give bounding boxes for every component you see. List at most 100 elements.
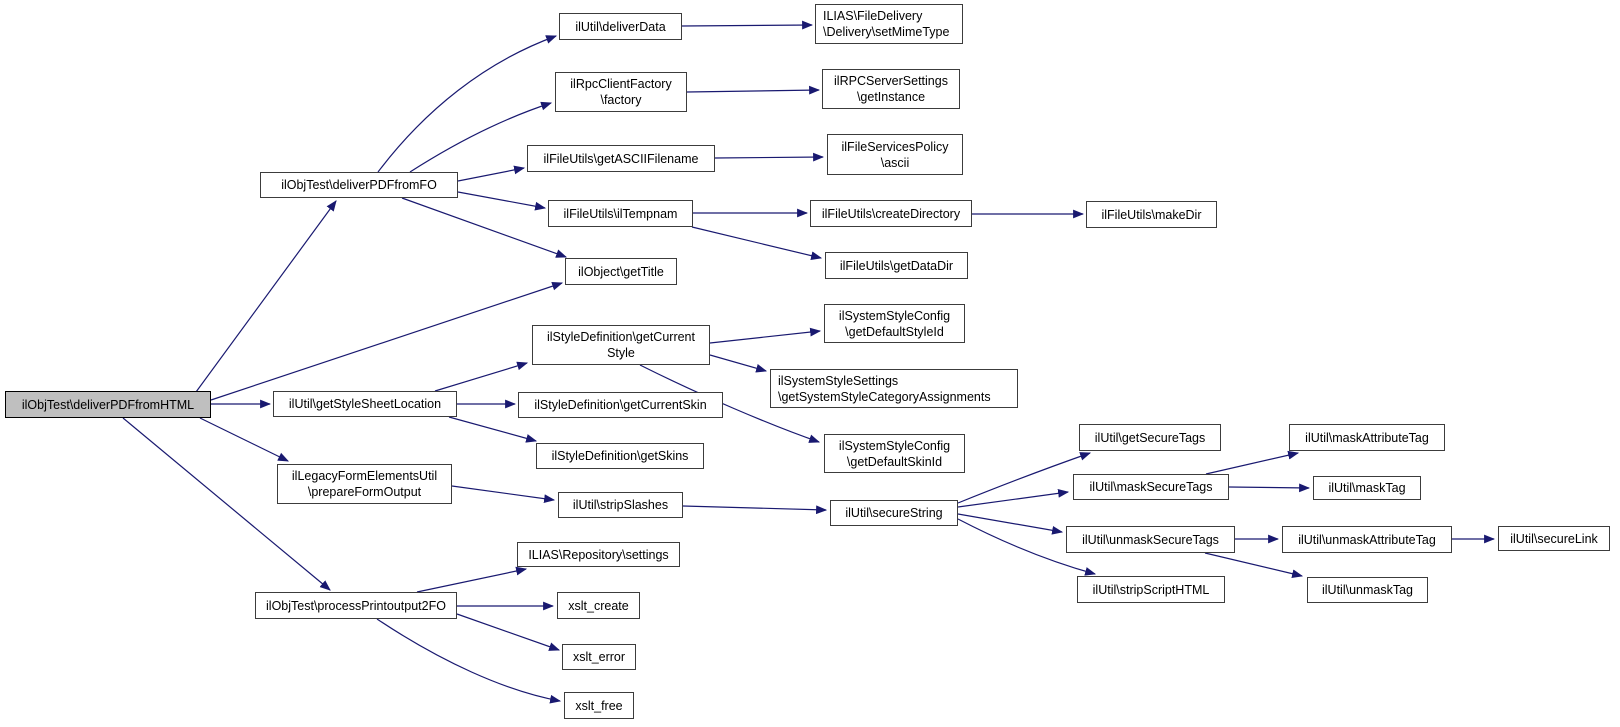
edge-deliverPDFfromFO-to-getTitle (401, 197, 568, 258)
edge-getStyleSheetLocation-to-getCurrentStyle (434, 361, 529, 392)
node-stripSlashes[interactable]: ilUtil\stripSlashes (558, 492, 683, 518)
node-label-fileServicesPolicy: ilFileServicesPolicy \ascii (841, 139, 949, 170)
node-label-getTitle: ilObject\getTitle (578, 264, 664, 279)
node-getCurrentSkin[interactable]: ilStyleDefinition\getCurrentSkin (518, 392, 723, 418)
node-fileServicesPolicy[interactable]: ilFileServicesPolicy \ascii (827, 134, 963, 175)
node-label-setMimeType: ILIAS\FileDelivery \Delivery\setMimeType (823, 9, 950, 39)
node-getSkins[interactable]: ilStyleDefinition\getSkins (536, 443, 704, 469)
edge-ilTempnam-to-getDataDir (691, 226, 823, 260)
node-label-xsltFree: xslt_free (575, 698, 623, 713)
node-label-maskSecureTags: ilUtil\maskSecureTags (1089, 480, 1213, 494)
node-label-prepareFormOutput: ilLegacyFormElementsUtil \prepareFormOut… (291, 469, 438, 499)
node-getASCIIFilename[interactable]: ilFileUtils\getASCIIFilename (527, 145, 715, 172)
node-label-processPrintoutput2FO: ilObjTest\processPrintoutput2FO (266, 598, 446, 613)
node-ilTempnam[interactable]: ilFileUtils\ilTempnam (548, 200, 693, 227)
node-label-xsltError: xslt_error (572, 650, 626, 664)
node-deliverPDFfromFO[interactable]: ilObjTest\deliverPDFfromFO (260, 172, 458, 198)
edge-processPrintoutput2FO-to-xsltError (456, 613, 561, 651)
node-label-makeDir: ilFileUtils\makeDir (1101, 207, 1202, 222)
node-label-maskAttributeTag: ilUtil\maskAttributeTag (1305, 430, 1429, 445)
node-xsltCreate[interactable]: xslt_create (557, 592, 640, 619)
node-stripScriptHTML[interactable]: ilUtil\stripScriptHTML (1077, 576, 1225, 603)
edge-maskSecureTags-to-maskAttributeTag (1205, 450, 1300, 475)
edges-group (122, 20, 1496, 704)
node-label-xsltCreate: xslt_create (568, 598, 629, 613)
edge-getCurrentStyle-to-getDefaultStyleId (709, 327, 822, 344)
node-unmaskAttributeTag[interactable]: ilUtil\unmaskAttributeTag (1282, 526, 1452, 553)
node-getStyleSheetLocation[interactable]: ilUtil\getStyleSheetLocation (273, 391, 457, 417)
node-label-stripScriptHTML: ilUtil\stripScriptHTML (1092, 582, 1210, 597)
edge-getCurrentStyle-to-getDefaultSkinId (639, 364, 821, 443)
edge-stripSlashes-to-secureString (682, 505, 828, 515)
node-deliverData[interactable]: ilUtil\deliverData (559, 13, 682, 40)
node-label-unmaskSecureTags: ilUtil\unmaskSecureTags (1082, 532, 1219, 547)
node-label-getDefaultStyleId: ilSystemStyleConfig \getDefaultStyleId (838, 308, 951, 339)
node-getDataDir[interactable]: ilFileUtils\getDataDir (825, 252, 968, 279)
node-maskTag[interactable]: ilUtil\maskTag (1313, 476, 1421, 500)
node-label-getDataDir: ilFileUtils\getDataDir (839, 258, 954, 273)
edge-rpcFactory-to-rpcGetInstance (686, 85, 821, 95)
edge-secureString-to-stripScriptHTML (957, 518, 1097, 576)
node-repoSettings[interactable]: ILIAS\Repository\settings (517, 542, 680, 567)
node-label-getSkins: ilStyleDefinition\getSkins (551, 449, 689, 463)
node-secureString[interactable]: ilUtil\secureString (830, 500, 958, 526)
node-setMimeType[interactable]: ILIAS\FileDelivery \Delivery\setMimeType (815, 4, 963, 44)
node-label-maskTag: ilUtil\maskTag (1328, 481, 1406, 495)
node-label-secureLink: ilUtil\secureLink (1510, 531, 1598, 546)
node-secureLink[interactable]: ilUtil\secureLink (1498, 526, 1610, 551)
node-unmaskTag[interactable]: ilUtil\unmaskTag (1307, 577, 1428, 603)
node-label-getASCIIFilename: ilFileUtils\getASCIIFilename (543, 151, 699, 166)
edge-unmaskSecureTags-to-unmaskTag (1204, 552, 1304, 578)
node-label-styleCategoryAssignments: ilSystemStyleSettings \getSystemStyleCat… (778, 373, 991, 404)
node-label-stripSlashes: ilUtil\stripSlashes (572, 498, 669, 512)
node-label-rpcGetInstance: ilRPCServerSettings \getInstance (834, 74, 948, 104)
node-processPrintoutput2FO[interactable]: ilObjTest\processPrintoutput2FO (255, 592, 457, 619)
node-unmaskSecureTags[interactable]: ilUtil\unmaskSecureTags (1066, 526, 1235, 553)
node-label-secureString: ilUtil\secureString (845, 506, 943, 520)
node-xsltError[interactable]: xslt_error (562, 644, 636, 670)
edge-deliverPDFfromFO-to-ilTempnam (457, 191, 547, 211)
node-xsltFree[interactable]: xslt_free (564, 692, 634, 719)
edge-deliverPDFfromHTML-to-processPrintoutput2FO (122, 417, 331, 591)
edge-getStyleSheetLocation-to-getSkins (448, 416, 538, 443)
edge-getASCIIFilename-to-fileServicesPolicy (714, 152, 825, 162)
edge-secureString-to-getSecureTags (957, 452, 1092, 504)
node-label-unmaskTag: ilUtil\unmaskTag (1321, 583, 1413, 597)
node-label-getCurrentStyle: ilStyleDefinition\getCurrent Style (547, 330, 695, 360)
edge-deliverPDFfromHTML-to-prepareFormOutput (199, 417, 289, 462)
node-label-getStyleSheetLocation: ilUtil\getStyleSheetLocation (288, 397, 442, 411)
node-label-deliverData: ilUtil\deliverData (575, 19, 666, 34)
node-deliverPDFfromHTML: ilObjTest\deliverPDFfromHTML (5, 391, 211, 418)
edge-prepareFormOutput-to-stripSlashes (451, 485, 556, 504)
node-prepareFormOutput[interactable]: ilLegacyFormElementsUtil \prepareFormOut… (277, 464, 452, 504)
node-rpcFactory[interactable]: ilRpcClientFactory \factory (555, 72, 687, 112)
node-createDirectory[interactable]: ilFileUtils\createDirectory (810, 200, 972, 227)
node-label-rpcFactory: ilRpcClientFactory \factory (570, 77, 672, 107)
node-getSecureTags[interactable]: ilUtil\getSecureTags (1079, 424, 1221, 451)
node-getDefaultStyleId[interactable]: ilSystemStyleConfig \getDefaultStyleId (824, 304, 965, 343)
node-getCurrentStyle[interactable]: ilStyleDefinition\getCurrent Style (532, 325, 710, 365)
node-rpcGetInstance[interactable]: ilRPCServerSettings \getInstance (822, 69, 960, 109)
node-label-createDirectory: ilFileUtils\createDirectory (821, 206, 961, 221)
node-label-deliverPDFfromHTML: ilObjTest\deliverPDFfromHTML (21, 397, 195, 412)
edge-deliverData-to-setMimeType (681, 20, 814, 30)
node-makeDir[interactable]: ilFileUtils\makeDir (1086, 201, 1217, 228)
node-maskAttributeTag[interactable]: ilUtil\maskAttributeTag (1289, 424, 1445, 451)
node-styleCategoryAssignments[interactable]: ilSystemStyleSettings \getSystemStyleCat… (770, 369, 1018, 408)
node-getTitle[interactable]: ilObject\getTitle (565, 258, 677, 285)
node-label-unmaskAttributeTag: ilUtil\unmaskAttributeTag (1298, 532, 1436, 547)
node-label-repoSettings: ILIAS\Repository\settings (528, 547, 669, 562)
edge-deliverPDFfromHTML-to-getTitle (210, 281, 564, 401)
node-label-getCurrentSkin: ilStyleDefinition\getCurrentSkin (534, 398, 707, 412)
node-label-getSecureTags: ilUtil\getSecureTags (1094, 430, 1206, 445)
edge-deliverPDFfromFO-to-rpcFactory (409, 101, 553, 173)
edge-getCurrentStyle-to-styleCategoryAssignments (709, 354, 768, 373)
edge-processPrintoutput2FO-to-repoSettings (416, 566, 528, 593)
edge-processPrintoutput2FO-to-xsltFree (376, 618, 562, 704)
edge-secureString-to-unmaskSecureTags (957, 513, 1064, 535)
edge-maskSecureTags-to-maskTag (1228, 483, 1311, 493)
node-maskSecureTags[interactable]: ilUtil\maskSecureTags (1073, 474, 1229, 500)
node-label-getDefaultSkinId: ilSystemStyleConfig \getDefaultSkinId (838, 438, 951, 469)
node-getDefaultSkinId[interactable]: ilSystemStyleConfig \getDefaultSkinId (824, 434, 965, 473)
